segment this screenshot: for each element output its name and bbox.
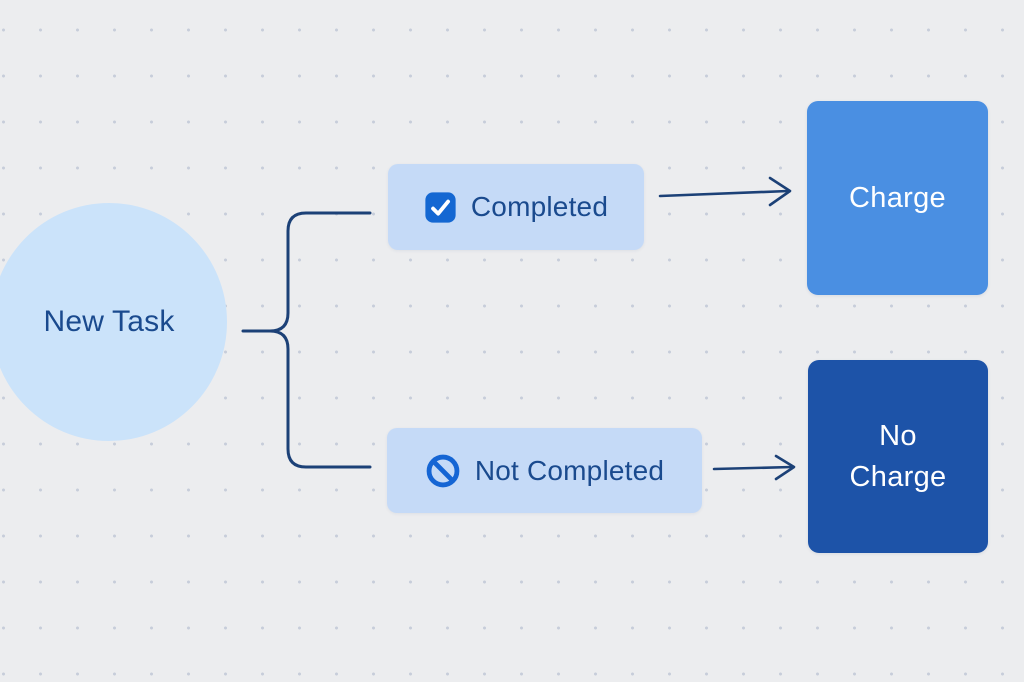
condition-not-completed-label: Not Completed bbox=[474, 454, 665, 486]
arrow-not-completed-to-no-charge bbox=[712, 454, 796, 481]
outcome-no-charge-label: No Charge bbox=[849, 420, 947, 493]
node-new-task-label: New Task bbox=[43, 305, 175, 338]
outcome-charge-label: Charge bbox=[849, 181, 946, 214]
node-condition-not-completed: Not Completed bbox=[387, 428, 702, 513]
prohibition-icon bbox=[426, 454, 460, 487]
node-condition-completed: Completed bbox=[388, 164, 644, 250]
node-new-task: New Task bbox=[0, 203, 227, 441]
node-outcome-no-charge: No Charge bbox=[808, 360, 988, 553]
brace-connector bbox=[241, 211, 372, 469]
condition-completed-label: Completed bbox=[470, 191, 609, 222]
node-outcome-charge: Charge bbox=[807, 101, 988, 295]
checkbox-checked-icon bbox=[425, 191, 456, 223]
arrow-completed-to-charge bbox=[658, 176, 792, 207]
